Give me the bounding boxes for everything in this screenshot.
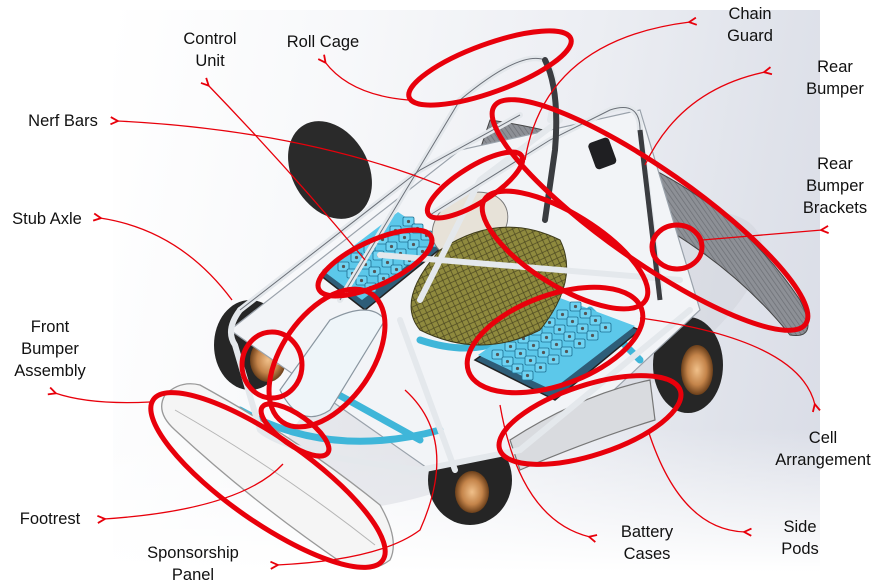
label-front-bumper-assembly: Front Bumper Assembly <box>14 318 86 380</box>
battery-terminal <box>567 334 572 339</box>
battery-terminal <box>515 366 520 371</box>
label-stub-axle: Stub Axle <box>12 210 82 228</box>
battery-terminal <box>359 278 364 283</box>
callout-front-bumper <box>148 390 388 570</box>
battery-terminal <box>505 359 510 364</box>
callout-chain-guard <box>479 188 651 312</box>
battery-terminal <box>394 267 399 272</box>
label-battery-cases: Battery Cases <box>620 523 674 563</box>
rear-hoop-post <box>637 129 663 301</box>
label-roll-cage: Roll Cage <box>286 33 360 51</box>
arrow-cell-arrangement <box>639 317 815 405</box>
callout-roll-cage <box>406 28 574 108</box>
battery-terminal <box>547 320 552 325</box>
battery-terminal <box>381 276 386 281</box>
front-bumper-part <box>161 383 394 570</box>
callout-ellipses <box>148 28 811 570</box>
label-rear-bumper: Rear Bumper <box>806 58 864 98</box>
rear-left-wheel <box>288 121 372 219</box>
battery-terminal <box>420 249 425 254</box>
battery-terminal <box>389 244 394 249</box>
arrow-front-bumper <box>55 393 151 404</box>
leader-arrows <box>55 22 822 565</box>
arrow-roll-cage <box>325 62 409 101</box>
battery-terminal <box>518 351 523 356</box>
battery-terminal <box>564 349 569 354</box>
callout-cell-arrangement <box>464 284 646 396</box>
battery-terminal <box>538 365 543 370</box>
battery-terminal <box>495 352 500 357</box>
battery-terminal <box>411 242 416 247</box>
battery-terminal <box>544 335 549 340</box>
label-chain-guard: Chain Guard <box>727 5 773 45</box>
label-rear-bumper-brackets: Rear Bumper Brackets <box>802 155 868 217</box>
label-cell-arrangement: Cell Arrangement <box>775 429 871 469</box>
battery-terminal <box>593 318 598 323</box>
arrow-rear-bumper <box>644 72 765 166</box>
battery-terminal <box>508 344 513 349</box>
callout-rear-bumper-brackets <box>649 222 705 272</box>
battery-terminal <box>570 319 575 324</box>
battery-terminal <box>551 357 556 362</box>
battery-terminal <box>583 311 588 316</box>
battery-terminal <box>531 343 536 348</box>
battery-terminal <box>528 358 533 363</box>
label-footrest: Footrest <box>19 510 81 528</box>
battery-cells-right <box>491 301 612 381</box>
battery-terminal <box>385 260 390 265</box>
battery-terminal <box>402 235 407 240</box>
callout-control-unit <box>315 227 435 299</box>
battery-terminal <box>554 342 559 347</box>
battery-terminal <box>557 327 562 332</box>
label-control-unit: Control Unit <box>183 30 237 70</box>
battery-terminal <box>354 255 359 260</box>
arrow-sponsorship-panel <box>277 389 438 565</box>
arrow-stub-axle <box>100 218 233 301</box>
arrow-side-pods <box>647 429 745 532</box>
label-side-pods: Side Pods <box>781 518 819 558</box>
side-pod-part <box>509 379 656 471</box>
frame-tube-outlines <box>239 57 661 311</box>
battery-terminal <box>525 373 530 378</box>
rear-right-wheel <box>653 317 723 413</box>
battery-terminal <box>577 341 582 346</box>
chain-guard-part <box>588 137 617 170</box>
callout-stub-axle <box>239 329 305 401</box>
arrow-rear-bumper-brackets <box>701 230 822 241</box>
callout-sponsorship-panel <box>266 286 388 430</box>
battery-terminal <box>603 325 608 330</box>
arrow-control-unit <box>208 85 366 261</box>
arrow-battery-cases <box>499 404 590 537</box>
seat <box>410 226 568 346</box>
battery-terminal <box>341 264 346 269</box>
battery-terminal <box>590 333 595 338</box>
kart-model <box>161 55 809 570</box>
battery-terminal <box>372 269 377 274</box>
battery-terminal <box>573 304 578 309</box>
arrow-footrest <box>104 463 284 519</box>
battery-terminal <box>560 312 565 317</box>
battery-terminal <box>541 350 546 355</box>
battery-terminal <box>406 219 411 224</box>
battery-terminal <box>580 326 585 331</box>
arrow-chain-guard <box>524 22 690 161</box>
callout-side-pods <box>496 373 684 467</box>
label-nerf-bars: Nerf Bars <box>28 112 98 130</box>
label-sponsorship-panel: Sponsorship Panel <box>147 544 239 584</box>
arrow-nerf-bars <box>117 121 441 186</box>
